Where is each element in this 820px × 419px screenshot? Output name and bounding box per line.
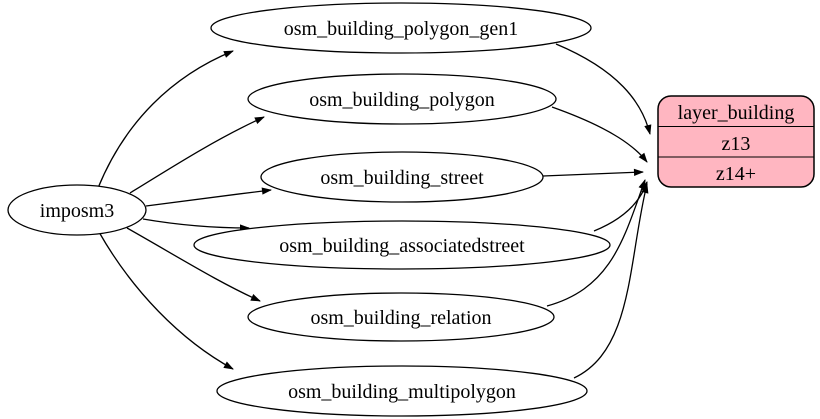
polygon-label: osm_building_polygon (309, 89, 495, 111)
multipolygon-ellipse (216, 365, 588, 417)
polygon-gen1-ellipse (210, 2, 592, 54)
edge-imposm3-to-polygon-gen1 (97, 50, 234, 189)
multipolygon-label: osm_building_multipolygon (288, 381, 516, 403)
street-ellipse (260, 151, 544, 203)
node-imposm3: imposm3 (7, 184, 147, 236)
edge-layer (97, 43, 652, 379)
node-osm-building-polygon-gen1: osm_building_polygon_gen1 (210, 2, 592, 54)
node-osm-building-multipolygon: osm_building_multipolygon (216, 365, 588, 417)
layer-building-row-z14: z14+ (716, 163, 756, 185)
associatedstreet-label: osm_building_associatedstreet (279, 235, 525, 257)
layer-building-row-z13: z13 (722, 133, 751, 155)
edge-polygon-gen1-to-z13 (555, 43, 652, 135)
edge-imposm3-to-polygon (129, 116, 265, 194)
imposm3-ellipse (7, 184, 147, 236)
edge-imposm3-to-street (145, 187, 272, 207)
imposm3-label: imposm3 (40, 200, 114, 222)
node-osm-building-street: osm_building_street (260, 151, 544, 203)
node-layer-building: layer_building z13 z14+ (657, 95, 815, 188)
edge-multipolygon-to-z14 (573, 183, 649, 379)
node-osm-building-relation: osm_building_relation (247, 292, 555, 342)
node-osm-building-polygon: osm_building_polygon (247, 73, 557, 125)
polygon-gen1-label: osm_building_polygon_gen1 (284, 18, 518, 40)
edge-imposm3-to-relation (126, 227, 261, 302)
edge-street-to-z14 (542, 168, 644, 177)
edge-imposm3-to-multipolygon (98, 231, 234, 370)
layer-building-title: layer_building (678, 102, 795, 124)
edge-imposm3-to-associatedstreet (142, 218, 250, 232)
relation-label: osm_building_relation (310, 307, 491, 329)
node-osm-building-associatedstreet: osm_building_associatedstreet (193, 220, 611, 270)
associatedstreet-ellipse (193, 220, 611, 270)
polygon-ellipse (247, 73, 557, 125)
layer-building-box (657, 95, 815, 188)
street-label: osm_building_street (320, 167, 484, 189)
edge-polygon-to-z14 (551, 106, 648, 163)
edge-relation-to-z14 (546, 179, 646, 307)
relation-ellipse (247, 292, 555, 342)
